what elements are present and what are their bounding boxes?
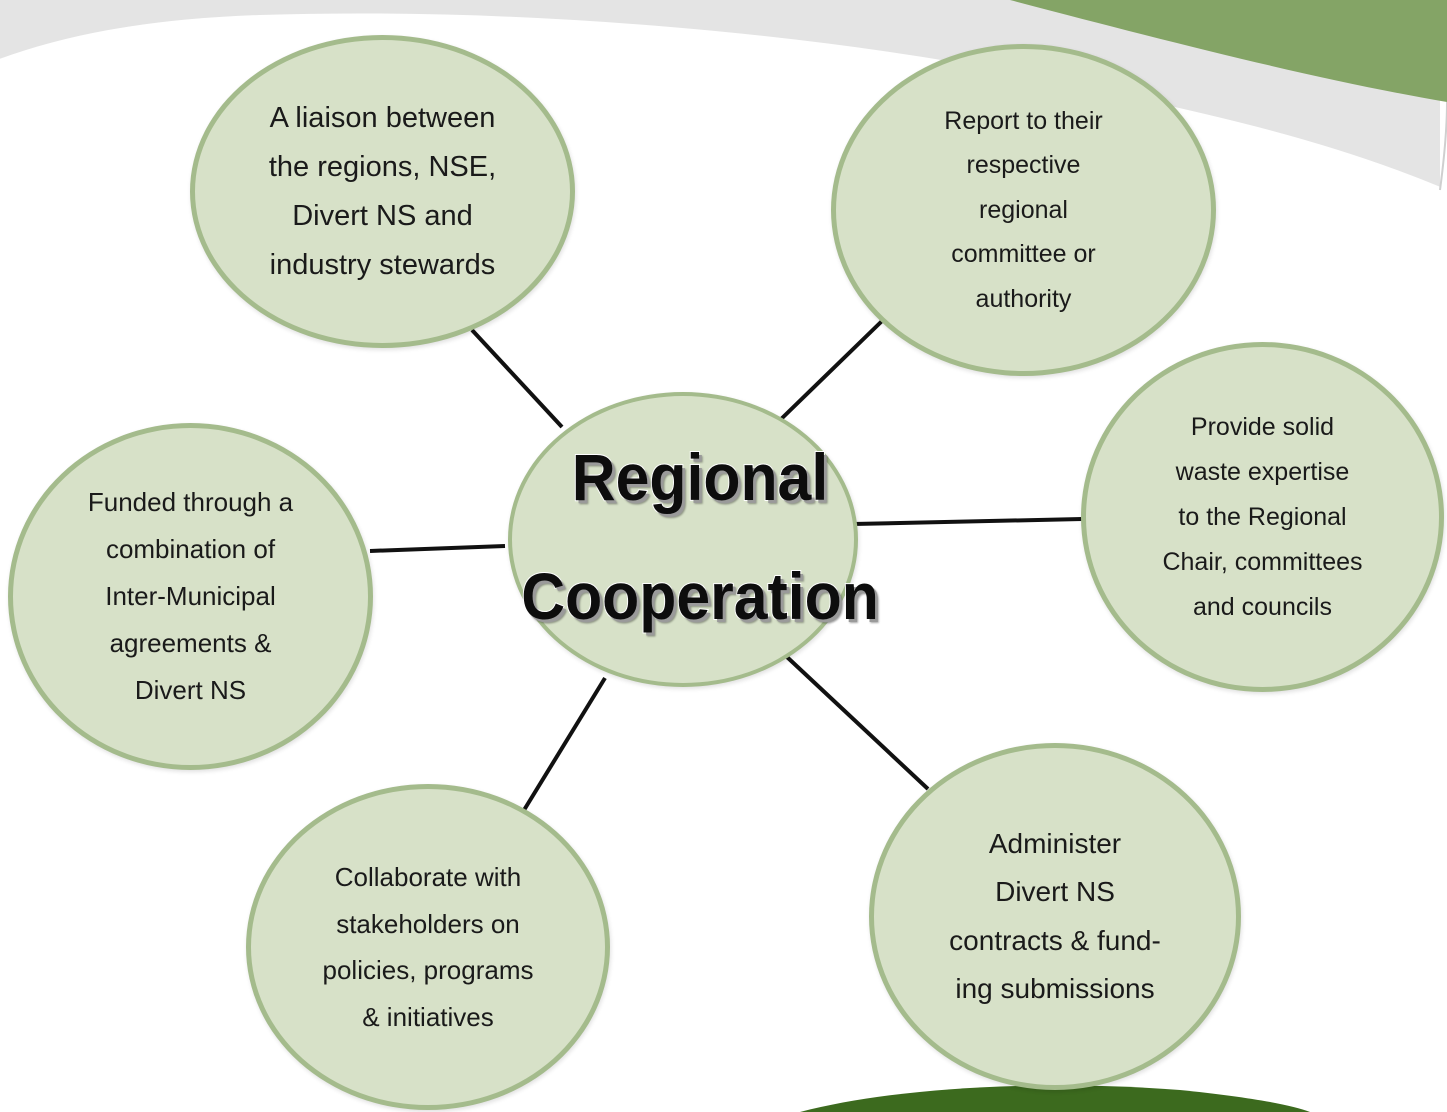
connector-line bbox=[470, 328, 564, 429]
connector-line bbox=[774, 319, 884, 426]
node-report-label: Report to their respective regional comm… bbox=[944, 106, 1103, 313]
node-liaison-label: A liaison between the regions, NSE, Dive… bbox=[268, 101, 497, 281]
connector-line bbox=[852, 517, 1083, 526]
node-funding-label: Funded through a combination of Inter-Mu… bbox=[87, 487, 294, 705]
footer-green-shape bbox=[800, 1085, 1310, 1112]
node-collaborate-label: Collaborate with stakeholders on policie… bbox=[322, 862, 534, 1032]
node-expertise-label: Provide solid waste expertise to the Reg… bbox=[1162, 412, 1363, 621]
banner-green-swoosh bbox=[1010, 0, 1447, 102]
node-collaborate: Collaborate with stakeholders on policie… bbox=[246, 784, 610, 1110]
node-funding: Funded through a combination of Inter-Mu… bbox=[8, 423, 373, 770]
banner-gray-swoosh bbox=[0, 0, 1440, 190]
banner-gray-edge bbox=[0, 13, 1442, 193]
connector-line bbox=[369, 544, 506, 553]
connector-line bbox=[519, 676, 607, 817]
center-node bbox=[508, 392, 858, 687]
node-liaison: A liaison between the regions, NSE, Dive… bbox=[190, 35, 575, 348]
node-administer: Administer Divert NS contracts & fund- i… bbox=[869, 743, 1241, 1090]
connector-line bbox=[785, 655, 930, 791]
node-expertise: Provide solid waste expertise to the Reg… bbox=[1081, 342, 1444, 692]
node-report: Report to their respective regional comm… bbox=[831, 44, 1216, 376]
center-title: Regional Cooperation bbox=[520, 439, 879, 634]
banner-shadow bbox=[1439, 101, 1447, 191]
node-administer-label: Administer Divert NS contracts & fund- i… bbox=[949, 827, 1161, 1005]
